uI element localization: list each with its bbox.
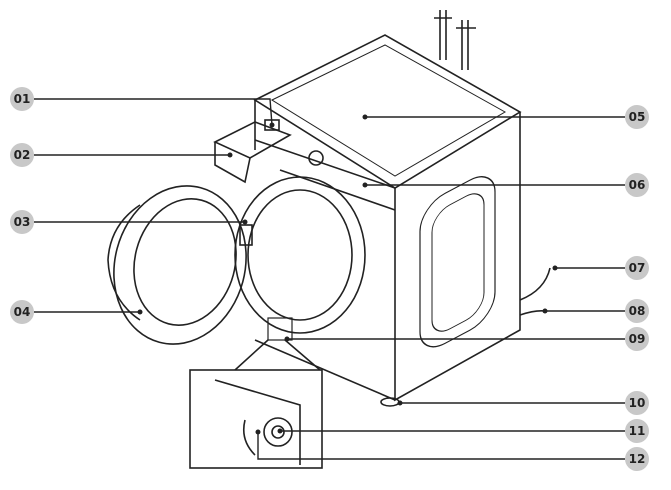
callout-11: 11 bbox=[625, 419, 649, 443]
water-taps-illustration bbox=[434, 10, 476, 70]
door-illustration bbox=[107, 185, 253, 345]
machine-body bbox=[234, 34, 522, 407]
callout-01: 01 bbox=[10, 87, 34, 111]
callout-09: 09 bbox=[625, 327, 649, 351]
callout-10: 10 bbox=[625, 391, 649, 415]
hoses-illustration bbox=[519, 267, 551, 316]
callout-12: 12 bbox=[625, 447, 649, 471]
callout-02: 02 bbox=[10, 143, 34, 167]
callout-08: 08 bbox=[625, 299, 649, 323]
callout-07: 07 bbox=[625, 256, 649, 280]
callout-06: 06 bbox=[625, 173, 649, 197]
callout-03: 03 bbox=[10, 210, 34, 234]
inset-filter-illustration bbox=[189, 339, 323, 469]
callout-04: 04 bbox=[10, 300, 34, 324]
leader-lines bbox=[34, 98, 625, 460]
detergent-drawer-illustration bbox=[213, 119, 292, 184]
callout-05: 05 bbox=[625, 105, 649, 129]
